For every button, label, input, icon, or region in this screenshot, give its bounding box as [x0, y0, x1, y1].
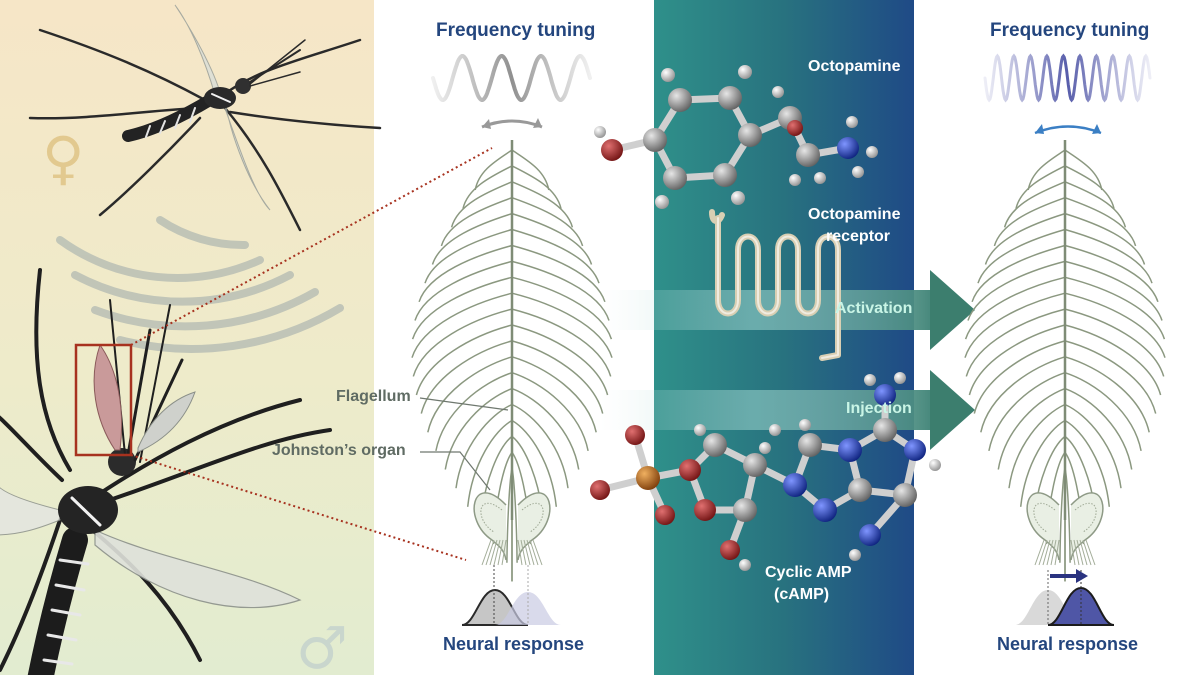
male-symbol: ♂: [296, 614, 348, 675]
frequency-tuning-right-title: Frequency tuning: [990, 20, 1150, 41]
activation-arrowhead: [930, 270, 975, 350]
flagellum-label: Flagellum: [336, 388, 411, 405]
frequency-tuning-left-title: Frequency tuning: [436, 20, 596, 41]
antenna-flagellum-left: [411, 140, 613, 582]
antenna-flagellum-right: [964, 140, 1166, 582]
zoom-line-bottom: [130, 454, 467, 561]
camp-label-line2: (cAMP): [774, 586, 830, 603]
frequency-wave-right: [983, 53, 1152, 135]
zoom-line-top: [130, 147, 493, 346]
neural-response-left-label: Neural response: [443, 634, 585, 654]
octopamine-label: Octopamine: [808, 58, 901, 75]
injection-arrowhead: [930, 370, 975, 450]
frequency-wave-left: [431, 54, 592, 129]
neural-response-right-label: Neural response: [997, 634, 1139, 654]
camp-label-line1: Cyclic AMP: [765, 564, 852, 581]
activation-label: Activation: [835, 300, 913, 317]
activation-beam: [600, 290, 940, 330]
camp-molecule: [590, 372, 941, 571]
receptor-label-line1: Octopamine: [808, 206, 901, 223]
receptor-coil: [709, 209, 841, 361]
neural-response-curves-right: [1015, 569, 1115, 626]
zoom-box: [74, 343, 133, 457]
neural-response-curves-left: [461, 565, 561, 626]
injection-label: Injection: [846, 400, 912, 417]
octopamine-molecule: [594, 65, 878, 209]
female-symbol: ♀: [42, 124, 84, 192]
johnstons-organ-left: [473, 492, 551, 566]
johnstons-organ-right: [1026, 492, 1104, 566]
female-mosquito: [28, 4, 382, 232]
receptor-label-line2: receptor: [826, 228, 891, 245]
johnstons-organ-label: Johnston’s organ: [272, 442, 406, 459]
